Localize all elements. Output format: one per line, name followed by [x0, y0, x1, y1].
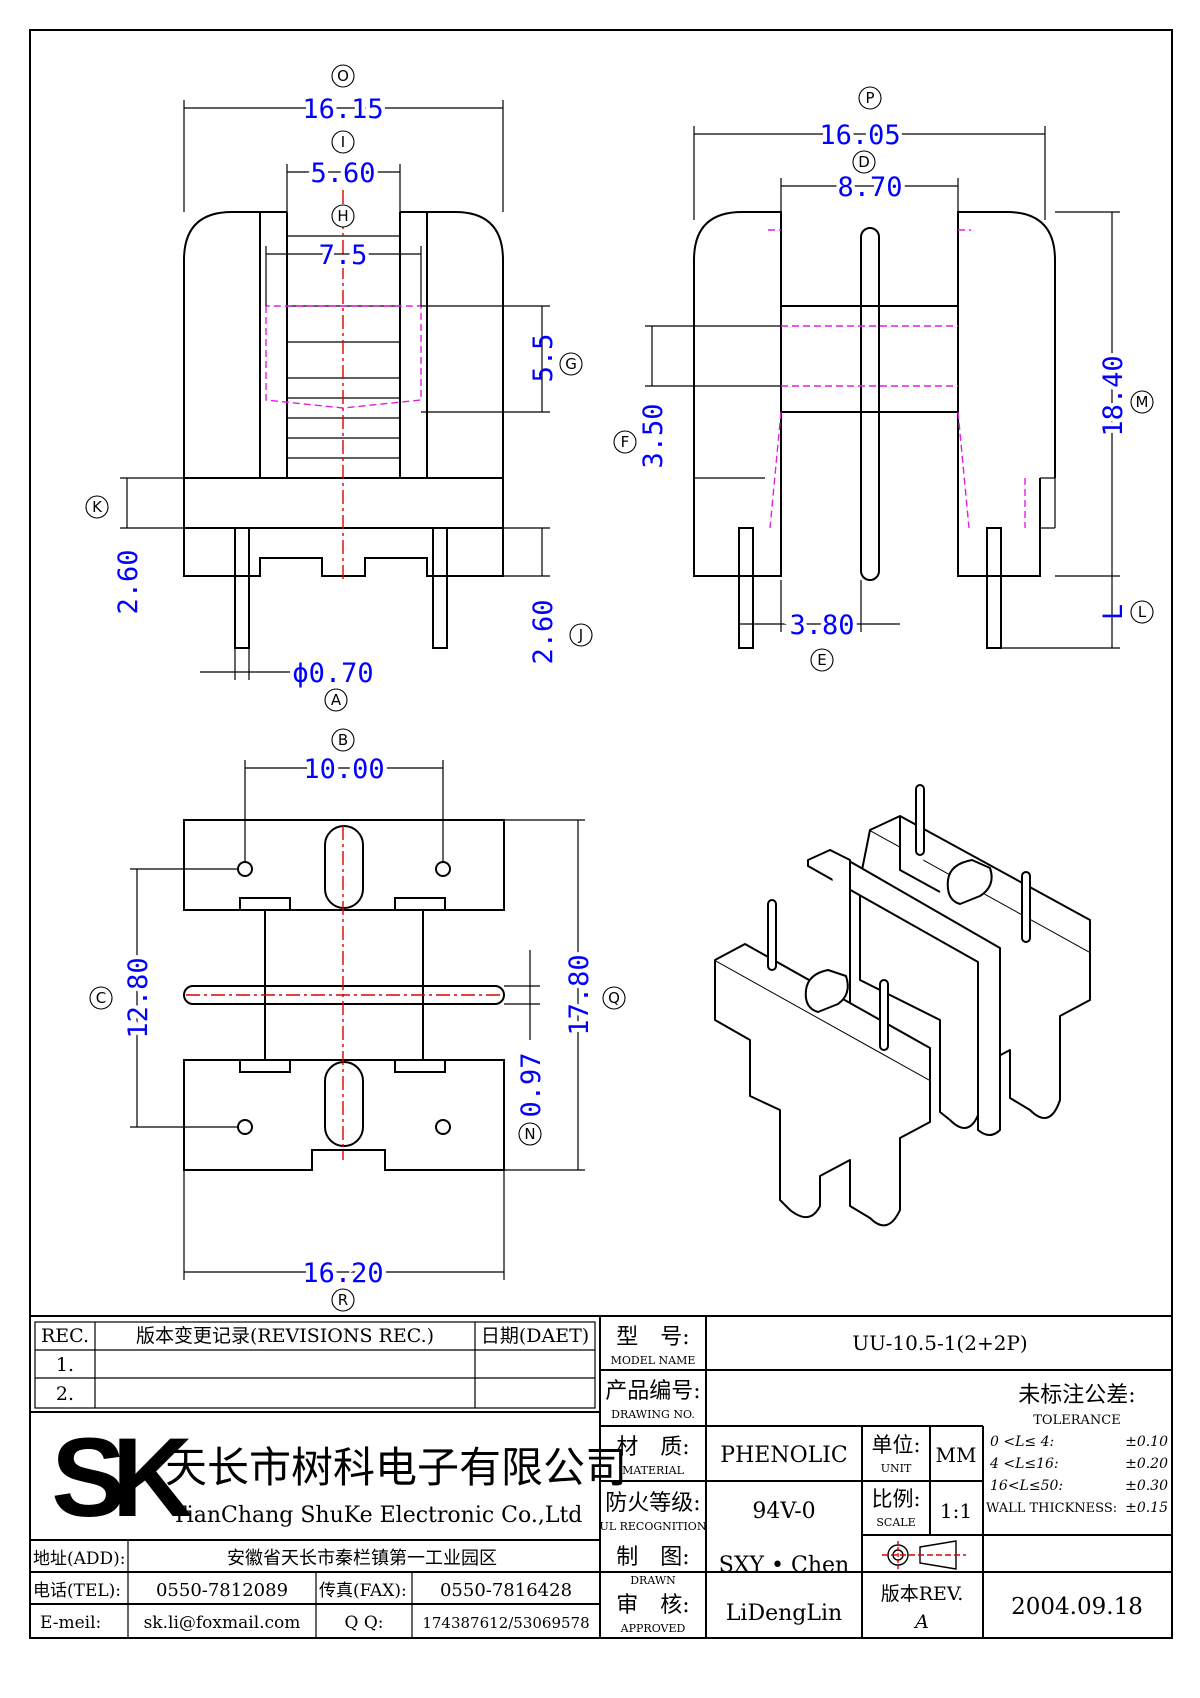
isometric-view	[714, 784, 1091, 1227]
company-name-en: TianChang ShuKe Electronic Co.,Ltd	[172, 1503, 582, 1528]
svg-text:R: R	[338, 1291, 348, 1309]
date-value: 2004.09.18	[1011, 1594, 1143, 1620]
svg-text:D: D	[858, 153, 870, 171]
dim-k-value: 2.60	[113, 549, 144, 614]
tolerance-range-1: 0 <L≤ 4:	[990, 1434, 1054, 1450]
dim-n-value: 0.97	[516, 1052, 547, 1117]
tolerance-label-cn: 未标注公差:	[1018, 1383, 1135, 1408]
fax-label: 传真(FAX):	[319, 1581, 407, 1601]
dim-d-value: 8.70	[837, 172, 902, 203]
dim-f-value: 3.50	[638, 403, 669, 468]
drawn-label-en: DRAWN	[630, 1574, 676, 1587]
dim-c-value: 12.80	[123, 957, 154, 1038]
svg-text:G: G	[565, 355, 577, 373]
ul-label-cn: 防火等级:	[605, 1491, 700, 1516]
dim-m-value: 18.40	[1098, 355, 1129, 436]
scale-label-en: SCALE	[876, 1516, 915, 1529]
drawn-value: SXY • Chen	[719, 1553, 849, 1578]
unit-value: MM	[936, 1443, 977, 1467]
tolerance-range-3: 16<L≤50:	[990, 1478, 1063, 1494]
rev-header-rec: REC.	[41, 1325, 89, 1347]
svg-text:B: B	[338, 731, 348, 749]
tolerance-value-3: ±0.30	[1125, 1478, 1168, 1494]
svg-text:M: M	[1136, 393, 1149, 411]
projection-symbol	[882, 1540, 966, 1570]
tolerance-value-1: ±0.10	[1125, 1434, 1168, 1450]
dim-q-value: 17.80	[564, 954, 595, 1035]
approved-label-en: APPROVED	[620, 1622, 686, 1635]
svg-text:C: C	[96, 989, 106, 1007]
svg-text:N: N	[524, 1125, 535, 1143]
company-name-cn: 天长市树科电子有限公司	[165, 1443, 627, 1492]
svg-text:H: H	[337, 207, 348, 225]
side-view: 16.05 P 8.70 D 18.40 M 3.50 F 3.80 E L L	[613, 86, 1154, 672]
model-value: UU-10.5-1(2+2P)	[852, 1331, 1027, 1355]
svg-text:P: P	[865, 89, 874, 107]
drawn-label-cn: 制 图:	[616, 1545, 689, 1570]
dim-r-value: 16.20	[302, 1258, 383, 1289]
scale-value: 1:1	[940, 1499, 972, 1523]
bottom-view: 10.00 B 12.80 C 17.80 Q 0.97 N 16.20 R	[89, 728, 626, 1312]
svg-text:K: K	[92, 498, 103, 516]
svg-text:I: I	[341, 133, 345, 151]
qq-label: Q Q:	[344, 1613, 383, 1633]
rev-header-date: 日期(DAET)	[481, 1325, 589, 1347]
svg-text:A: A	[331, 691, 342, 709]
svg-text:E: E	[817, 651, 826, 669]
dim-h-value: 7.5	[319, 240, 368, 271]
svg-text:O: O	[337, 67, 349, 85]
svg-text:J: J	[578, 626, 583, 644]
dim-g-value: 5.5	[528, 334, 559, 383]
ul-label-en: UL RECOGNITION	[600, 1520, 707, 1533]
tolerance-value-2: ±0.20	[1125, 1456, 1168, 1472]
qq-value: 174387612/53069578	[422, 1614, 589, 1632]
fax-value: 0550-7816428	[440, 1580, 572, 1601]
drawing-no-label-en: DRAWING NO.	[611, 1408, 695, 1421]
rev-header-record: 版本变更记录(REVISIONS REC.)	[136, 1325, 434, 1347]
tolerance-range-2: 4 <L≤16:	[989, 1456, 1059, 1472]
title-block-grid	[29, 1315, 1173, 1639]
svg-text:L: L	[1138, 603, 1147, 621]
front-view: 16.15 O 5.60 I 7.5 H 5.5 G K 2.60 2.60 J	[85, 64, 593, 712]
drawing-no-label-cn: 产品编号:	[605, 1379, 700, 1404]
model-label-cn: 型 号:	[616, 1325, 689, 1350]
rev-label: 版本REV.	[881, 1583, 964, 1605]
model-label-en: MODEL NAME	[611, 1354, 696, 1367]
dim-p-value: 16.05	[819, 120, 900, 151]
rev-row-1: 1.	[56, 1354, 74, 1376]
svg-text:F: F	[621, 433, 630, 451]
unit-label-cn: 单位:	[871, 1433, 920, 1457]
scale-label-cn: 比例:	[871, 1487, 920, 1511]
wall-thickness-value: ±0.15	[1125, 1500, 1168, 1516]
dim-o-value: 16.15	[302, 94, 383, 125]
address-label: 地址(ADD):	[33, 1549, 126, 1569]
approved-label-cn: 审 核:	[616, 1593, 689, 1618]
tel-value: 0550-7812089	[156, 1580, 288, 1601]
ul-value: 94V-0	[752, 1499, 815, 1524]
dim-b-value: 10.00	[303, 754, 384, 785]
rev-row-2: 2.	[56, 1383, 74, 1405]
email-label: E-meil:	[40, 1613, 101, 1633]
email-value: sk.li@foxmail.com	[144, 1613, 301, 1633]
approved-value: LiDengLin	[726, 1601, 842, 1626]
dim-l-value: L	[1098, 604, 1129, 620]
unit-label-en: UNIT	[881, 1462, 912, 1475]
svg-text:Q: Q	[608, 989, 620, 1007]
rev-value: A	[913, 1611, 929, 1633]
material-label-en: MATERIAL	[622, 1464, 685, 1477]
material-value: PHENOLIC	[720, 1443, 847, 1468]
dim-i-value: 5.60	[310, 158, 375, 189]
material-label-cn: 材 质:	[616, 1435, 689, 1460]
tolerance-label-en: TOLERANCE	[1033, 1413, 1120, 1428]
dim-j-value: 2.60	[528, 599, 559, 664]
dim-e-value: 3.80	[789, 610, 854, 641]
address-value: 安徽省天长市秦栏镇第一工业园区	[227, 1548, 497, 1569]
dim-a-value: ϕ0.70	[292, 658, 373, 689]
tel-label: 电话(TEL):	[33, 1581, 121, 1601]
wall-thickness-label: WALL THICKNESS:	[986, 1501, 1117, 1516]
